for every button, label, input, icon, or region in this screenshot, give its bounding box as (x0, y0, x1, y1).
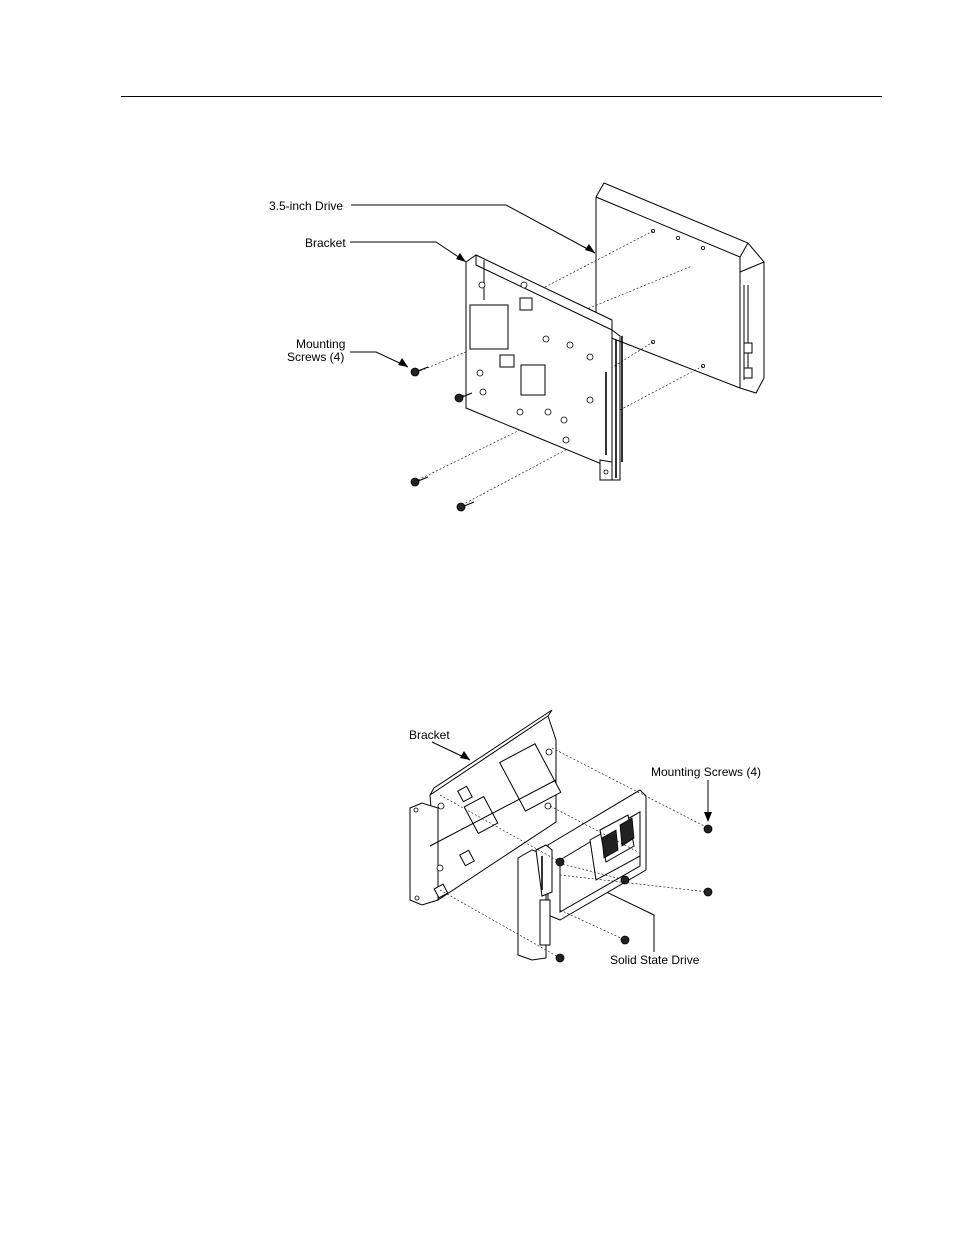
mounting-screws-top (410, 366, 475, 512)
mounting-screws-bottom (555, 824, 713, 963)
screw-icon (555, 953, 565, 963)
label-mounting-screws-bottom: Mounting Screws (4) (651, 765, 761, 779)
label-35-inch-drive: 3.5-inch Drive (269, 199, 343, 213)
label-mounting-top-line2: Screws (4) (287, 350, 344, 364)
solid-state-drive (547, 789, 647, 921)
screw-icon (703, 887, 713, 897)
screw-icon (456, 501, 475, 512)
screw-icon (555, 857, 565, 867)
screw-icon (410, 366, 429, 377)
screw-icon (620, 935, 630, 945)
header-rule (121, 96, 882, 97)
bracket-bottom (409, 709, 562, 906)
label-bracket-bottom: Bracket (409, 728, 450, 742)
screw-icon (620, 875, 630, 885)
leader-lines-bottom (431, 741, 712, 952)
bracket-top (465, 254, 623, 481)
alignment-lines-bottom (439, 747, 709, 959)
figure-35-drive-mounting: 3.5-inch Drive Bracket Mounting Screws (… (269, 182, 765, 512)
label-mounting-top-line1: Mounting (296, 337, 345, 351)
leader-lines-top (350, 204, 596, 368)
screw-icon (454, 392, 473, 403)
label-bracket-top: Bracket (305, 236, 346, 250)
screw-icon (410, 476, 429, 487)
connector-board (517, 844, 553, 961)
label-solid-state-drive: Solid State Drive (610, 953, 700, 967)
hard-drive-35 (595, 182, 765, 394)
screw-icon (703, 824, 713, 834)
